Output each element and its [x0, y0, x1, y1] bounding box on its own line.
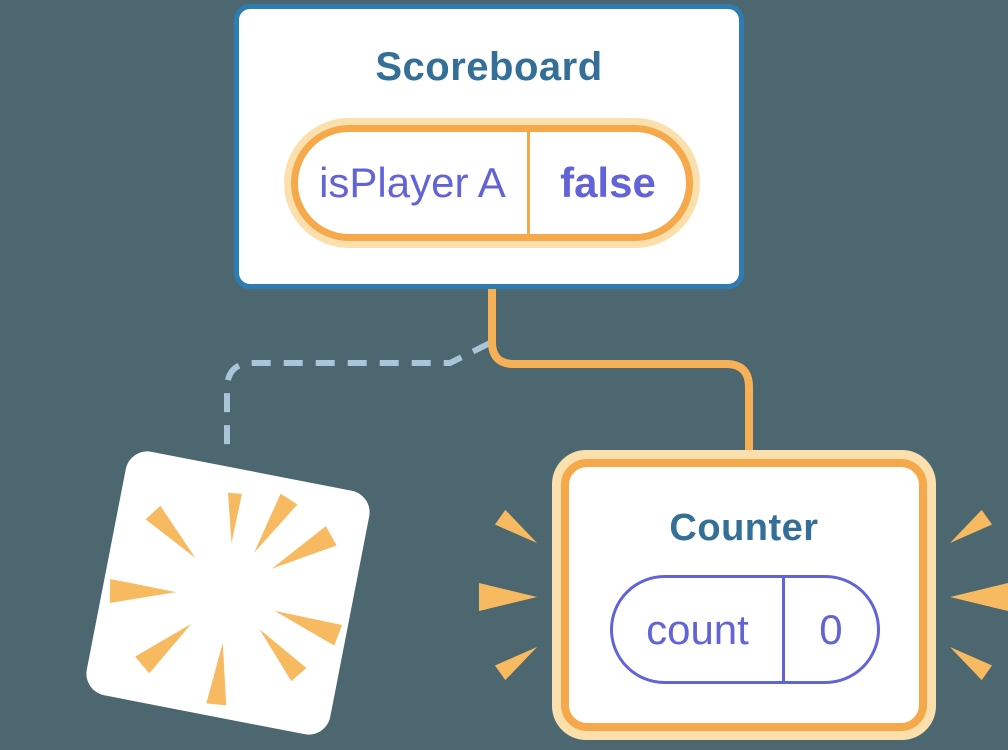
counter-card-inner: Counter count 0 — [561, 459, 927, 731]
scoreboard-state-pill: isPlayer A false — [291, 125, 693, 241]
poof-burst-icon — [109, 492, 343, 706]
pill-divider — [781, 578, 785, 681]
state-label: count — [646, 605, 749, 653]
counter-state-pill: count 0 — [610, 575, 880, 684]
state-value: 0 — [819, 605, 843, 653]
emphasis-rays-left-icon — [479, 509, 537, 681]
counter-title: Counter — [669, 507, 819, 549]
destroyed-component-card — [82, 447, 374, 739]
state-value: false — [560, 159, 656, 206]
scoreboard-component-card: Scoreboard isPlayer A false — [234, 4, 744, 289]
counter-component-card: Counter count 0 — [552, 450, 936, 740]
pill-divider — [526, 132, 530, 234]
state-label: isPlayer A — [319, 159, 506, 206]
scoreboard-title: Scoreboard — [375, 45, 603, 89]
emphasis-rays-right-icon — [950, 509, 1008, 681]
solid-connector-line — [488, 287, 753, 458]
dashed-connector-line — [224, 340, 492, 456]
